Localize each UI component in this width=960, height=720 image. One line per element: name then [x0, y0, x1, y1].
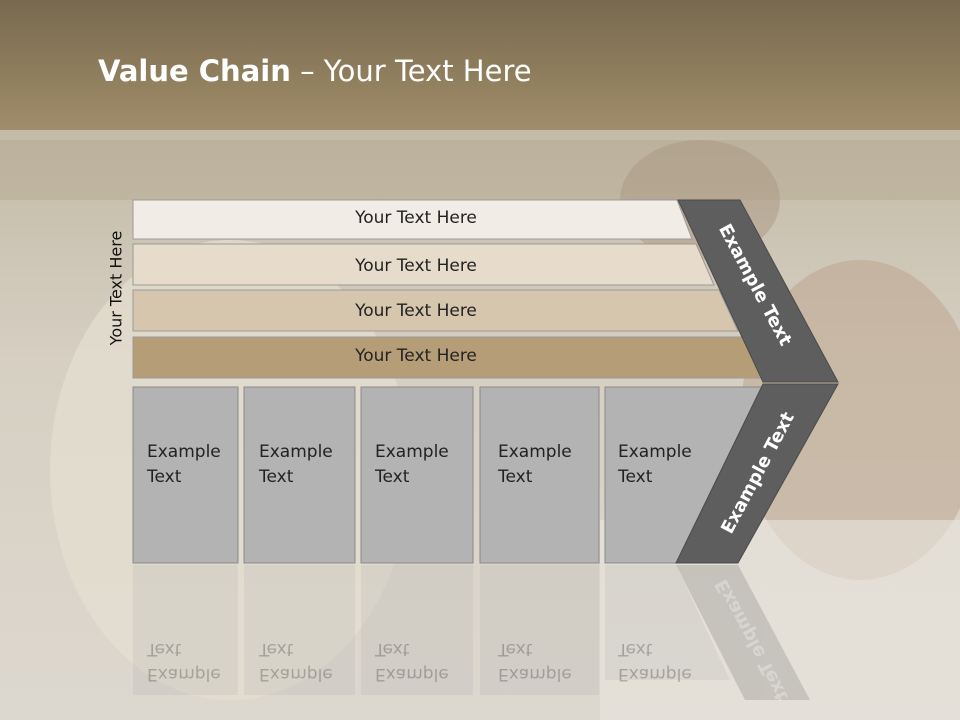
arrow-upper — [677, 199, 839, 383]
box-text-1: Example Text — [147, 442, 221, 487]
title-band — [0, 0, 960, 130]
box-text-reflection-3: Example Text — [375, 639, 449, 684]
box-text-reflection-5: Example Text — [618, 639, 692, 684]
box-4 — [479, 386, 600, 564]
box-text-4: Example Text — [498, 442, 572, 487]
row-label-4: Your Text Here — [355, 346, 477, 366]
row-label-2: Your Text Here — [355, 256, 477, 276]
box-text-2: Example Text — [259, 442, 333, 487]
box-text-3: Example Text — [375, 442, 449, 487]
row-bar-3 — [132, 289, 739, 332]
box-text-reflection-1: Example Text — [147, 639, 221, 684]
title-rest: – Your Text Here — [290, 54, 532, 88]
row-label-1: Your Text Here — [355, 208, 477, 228]
row-bar-1 — [132, 199, 693, 240]
box-2 — [243, 386, 356, 564]
reflection — [133, 565, 810, 700]
arrow-lower — [675, 383, 839, 564]
row-label-3: Your Text Here — [355, 301, 477, 321]
title-bold: Value Chain — [98, 54, 291, 88]
box-text-reflection-4: Example Text — [498, 639, 572, 684]
slide-title: Value Chain – Your Text Here — [98, 54, 532, 88]
box-text-reflection-2: Example Text — [259, 639, 333, 684]
box-text-5: Example Text — [618, 442, 692, 487]
box-3 — [360, 386, 474, 564]
box-1 — [132, 386, 239, 564]
row-bar-2 — [132, 243, 715, 286]
